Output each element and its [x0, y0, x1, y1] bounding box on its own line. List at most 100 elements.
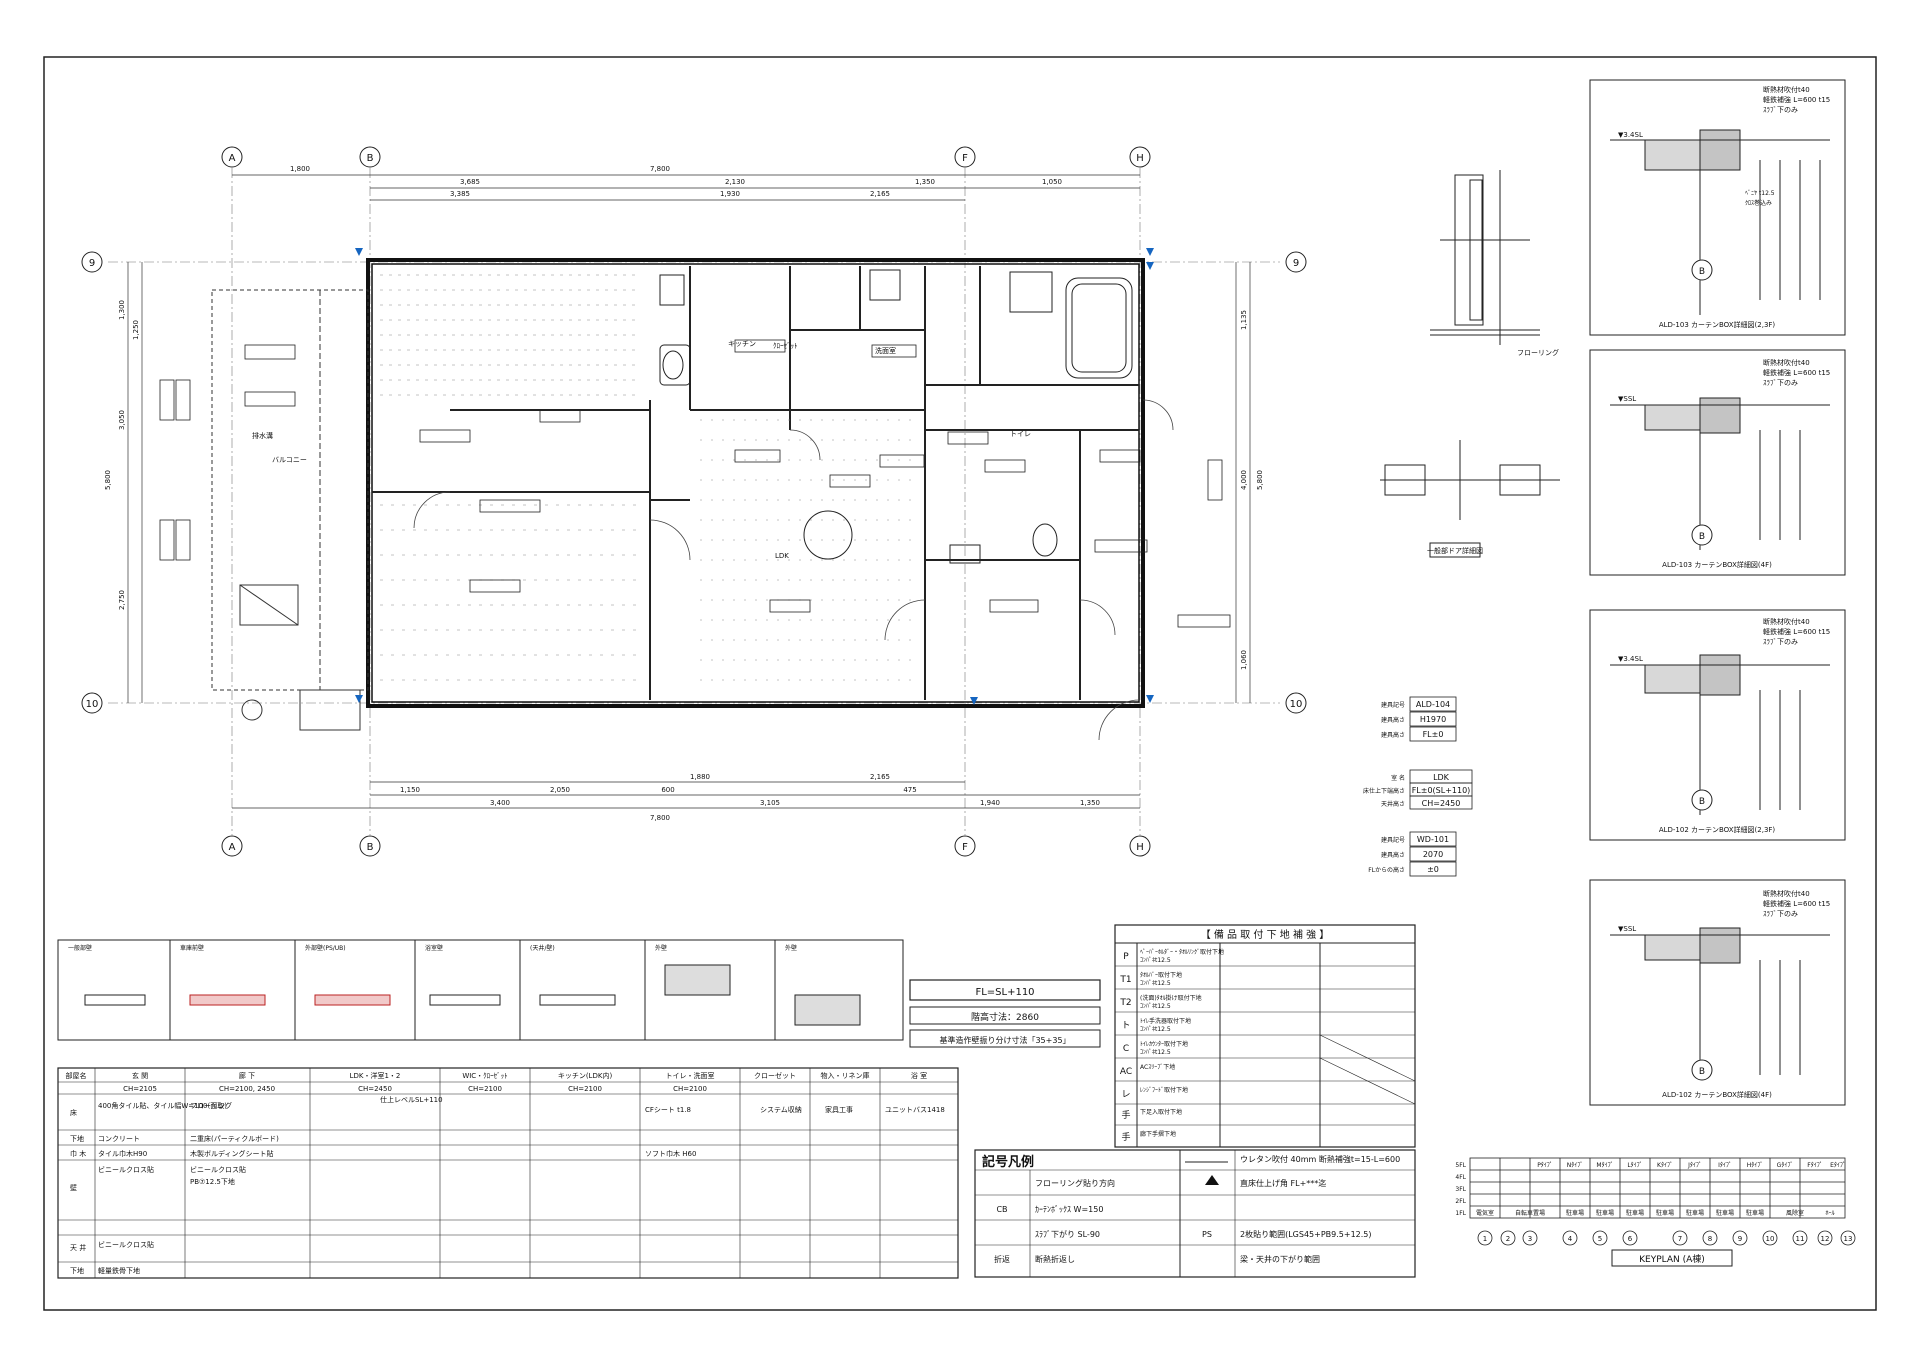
dim-bottom-sub-4: 475 — [903, 786, 916, 794]
room-label-drain: 排水溝 — [252, 431, 273, 440]
dim-bottom-3: 1,940 — [980, 799, 1000, 807]
section-panels: B ▼3.4SL 断熱材吹付t40 軽鉄補強 L=600 t15 ｽﾗﾌﾞ下のみ… — [1589, 79, 1846, 1106]
door-detail-flooring: フローリング — [1517, 348, 1559, 357]
kp-floor-4: 1FL — [1455, 1210, 1466, 1217]
grid-label-h-bottom: H — [1136, 842, 1144, 853]
reinforce-spec-0: ｺﾝﾊﾟﾈt12.5 — [1140, 957, 1171, 964]
section-note-1a: 断熱材吹付t40 — [1763, 85, 1810, 94]
legend-text-4: ウレタン吹付 40mm 断熱補強t=15-L=600 — [1240, 1154, 1400, 1164]
section-marker-1: B — [1699, 267, 1705, 277]
hatch-areas — [380, 274, 915, 681]
dim-bottom-sub-2: 2,050 — [550, 786, 570, 794]
kp-num-7: 8 — [1708, 1235, 1712, 1243]
dim-bottom-1: 3,400 — [490, 799, 510, 807]
dim-bottom-sub-1: 1,150 — [400, 786, 420, 794]
grid-label-9-left: 9 — [89, 258, 95, 269]
kp-num-0: 1 — [1483, 1235, 1487, 1243]
reinforce-table: 【 備 品 取 付 下 地 補 強 】 P T1 T2 ト C AC レ 手 手… — [1114, 924, 1416, 1148]
kp-type-6: Iﾀｲﾌﾟ — [1718, 1162, 1732, 1169]
kp-bottom-5: 駐車場 — [1656, 1209, 1674, 1217]
kp-bottom-8: 駐車場 — [1746, 1209, 1764, 1217]
tag-lhs-2-2: FLからの高さ — [1368, 866, 1405, 874]
section-panel-1: B ▼3.4SL 断熱材吹付t40 軽鉄補強 L=600 t15 ｽﾗﾌﾞ下のみ… — [1589, 79, 1846, 336]
legend-text-0: フローリング貼り方向 — [1035, 1178, 1115, 1188]
tag-lhs-1-0: 室 名 — [1391, 774, 1405, 782]
kp-type-9: Fﾀｲﾌﾟ — [1807, 1162, 1822, 1169]
finish-ch-2: CH=2450 — [358, 1085, 392, 1093]
grid-label-a-bottom: A — [229, 842, 236, 853]
reinforce-item-0: ﾍﾟｰﾊﾟｰﾎﾙﾀﾞｰ・ﾀｵﾙﾘﾝｸﾞ取付下地 — [1140, 948, 1224, 956]
kp-type-8: Gﾀｲﾌﾟ — [1777, 1162, 1794, 1169]
wall-hatch — [371, 263, 1140, 703]
grid-bubbles — [81, 146, 1307, 857]
dim-top-1: 1,800 — [290, 165, 310, 173]
reinforce-spec-1: ｺﾝﾊﾟﾈt12.5 — [1140, 980, 1171, 987]
reinforce-spec-4: ｺﾝﾊﾟﾈt12.5 — [1140, 1049, 1171, 1056]
dimension-lines — [127, 174, 1251, 809]
finish-head-4: WIC・ｸﾛｰｾﾞｯﾄ — [462, 1072, 507, 1080]
symbol-legend: 記号凡例 CB 折返 PS フローリング貼り方向 ｶｰﾃﾝﾎﾞｯｸｽ W=150… — [974, 1149, 1416, 1278]
tag-ald104-h: H1970 — [1420, 715, 1446, 724]
door-detail-caption: 一般部ドア詳細図 — [1427, 546, 1483, 555]
dim-top-3: 2,130 — [725, 178, 745, 186]
dim-right-1: 1,135 — [1240, 310, 1248, 330]
section-level-4: ▼SSL — [1618, 925, 1636, 933]
tag-ldk-fl: FL±0(SL+110) — [1412, 786, 1471, 795]
door-detail — [1380, 170, 1560, 558]
dim-right-3: 1,060 — [1240, 650, 1248, 670]
grid-label-b-top: B — [367, 153, 374, 164]
section-caption-3: ALD-102 カーテンBOX詳細図(2,3F) — [1659, 825, 1776, 834]
kp-num-1: 2 — [1506, 1235, 1510, 1243]
tag-ldk: LDK — [1433, 773, 1450, 782]
kp-num-6: 7 — [1678, 1235, 1682, 1243]
grid-label-h-top: H — [1136, 153, 1144, 164]
finish-cell-8: 仕上レベルSL+110 — [380, 1095, 443, 1104]
finish-row-label-1: 下地 — [70, 1134, 84, 1143]
room-label-closet: ｸﾛｰｾﾞｯﾄ — [773, 342, 798, 350]
finish-cell-4: システム収納 — [760, 1105, 802, 1114]
finish-row-label-3: 壁 — [70, 1183, 77, 1192]
kp-floor-3: 2FL — [1455, 1198, 1466, 1205]
kp-floor-2: 3FL — [1455, 1186, 1466, 1193]
kp-bottom-7: 駐車場 — [1716, 1209, 1734, 1217]
grid-lines — [108, 168, 1280, 835]
reinforce-item-4: ﾄｲﾚｶｳﾝﾀｰ取付下地 — [1140, 1040, 1188, 1048]
dim-right-2: 4,000 — [1240, 470, 1248, 490]
tag-wd101-h: 2070 — [1423, 850, 1443, 859]
kp-floor-1: 4FL — [1455, 1174, 1466, 1181]
wall-section-5: (天井/壁) — [530, 944, 555, 952]
kp-num-12: 13 — [1844, 1235, 1853, 1243]
fixtures — [659, 269, 1133, 564]
legend-text-2: ｽﾗﾌﾞ下がり SL-90 — [1035, 1229, 1100, 1239]
section-caption-4: ALD-102 カーテンBOX詳細図(4F) — [1662, 1090, 1772, 1099]
door-tag-texts: ALD-104 H1970 FL±0 LDK FL±0(SL+110) CH=2… — [1412, 700, 1471, 874]
reinforce-code-2: T2 — [1119, 998, 1131, 1008]
interior-walls — [372, 266, 1139, 700]
section-note-3a: 断熱材吹付t40 — [1763, 617, 1810, 626]
grid-label-a-top: A — [229, 153, 236, 164]
finish-cell-1: ソフト巾木 H60 — [645, 1149, 696, 1158]
section-caption-2: ALD-103 カーテンBOX詳細図(4F) — [1662, 560, 1772, 569]
kp-num-10: 11 — [1796, 1235, 1805, 1243]
section-note-1c: ｽﾗﾌﾞ下のみ — [1763, 106, 1798, 114]
dim-bottom-4: 1,350 — [1080, 799, 1100, 807]
wall-sections: 一般部壁 車庫前壁 外部壁(PS/UB) 浴室壁 (天井/壁) 外壁 外壁 — [57, 939, 904, 1041]
dim-left-3: 2,750 — [118, 590, 126, 610]
section-note-4b: 軽鉄補強 L=600 t15 — [1763, 899, 1830, 908]
tag-lhs-2-0: 建具記号 — [1381, 836, 1405, 844]
exterior-walls — [366, 258, 1145, 708]
kp-bottom-1: 自転車置場 — [1515, 1209, 1545, 1217]
tag-lhs-2-1: 建具高さ — [1381, 851, 1405, 859]
tag-ald104-fl: FL±0 — [1423, 730, 1444, 739]
dim-left-sub: 1,250 — [132, 320, 140, 340]
legend-boxes: FL=SL+110 階高寸法：2860 基準造作壁振り分け寸法「35+35」 — [909, 979, 1101, 1048]
legend-ceiling: 階高寸法：2860 — [971, 1011, 1039, 1023]
reinforce-code-0: P — [1123, 952, 1129, 962]
finish-ch-5: CH=2100 — [673, 1085, 707, 1093]
finish-head-1: 玄 関 — [132, 1071, 148, 1080]
tag-wd101-fl: ±0 — [1427, 865, 1439, 874]
sheet-border — [43, 56, 1877, 1311]
kp-type-2: Mﾀｲﾌﾟ — [1596, 1162, 1613, 1169]
kp-num-3: 4 — [1568, 1235, 1573, 1243]
